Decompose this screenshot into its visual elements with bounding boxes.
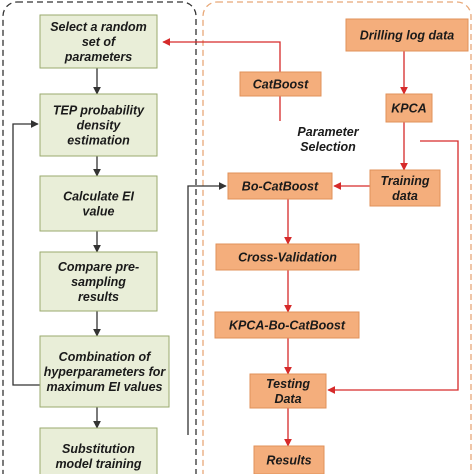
right-box-catboost: CatBoost — [239, 71, 322, 97]
box-text-line: data — [392, 189, 418, 203]
box-text-line: maximum EI values — [46, 380, 162, 394]
box-text-line: Select a random — [50, 20, 147, 34]
right-box-kpca-bo-catboost: KPCA-Bo-CatBoost — [214, 311, 360, 339]
right-box-drilling: Drilling log data — [345, 18, 469, 52]
box-text-line: parameters — [64, 50, 132, 64]
left-to-bo-catboost-arrow — [187, 182, 227, 435]
box-text-line: Combination of — [59, 350, 152, 364]
box-text-line: Calculate EI — [63, 190, 134, 204]
box-text-line: KPCA — [391, 102, 426, 116]
right-box-cross-validation: Cross-Validation — [215, 243, 360, 271]
box-text-line: hyperparameters for — [44, 365, 167, 379]
box-text-line: Results — [266, 454, 311, 468]
box-text-line: CatBoost — [253, 78, 309, 92]
box-text-line: Substitution — [62, 442, 135, 456]
box-text-line: Data — [274, 392, 301, 406]
box-text-line: estimation — [67, 134, 130, 148]
box-text-line: results — [78, 290, 119, 304]
box-text-line: Training — [380, 174, 429, 188]
box-text-line: Selection — [300, 140, 356, 154]
box-text-line: model training — [55, 457, 141, 471]
right-arrows — [162, 38, 459, 447]
right-box-kpca: KPCA — [385, 93, 433, 123]
right-group-border — [202, 1, 472, 474]
box-text-line: KPCA-Bo-CatBoost — [229, 319, 346, 333]
box-text-line: TEP probability — [53, 104, 145, 118]
box-text-line: Testing — [266, 377, 310, 391]
loop-back-line — [12, 120, 40, 386]
left-group-border — [2, 1, 197, 474]
box-text-line: value — [83, 205, 115, 219]
right-box-results: Results — [253, 445, 325, 474]
box-text-line: Bo-CatBoost — [242, 180, 319, 194]
box-text-line: Cross-Validation — [238, 251, 337, 265]
box-text-line: Compare pre- — [58, 260, 139, 274]
right-box-bo-catboost: Bo-CatBoost — [227, 172, 333, 200]
box-text-line: sampling — [71, 275, 126, 289]
box-text-line: density — [77, 119, 122, 133]
box-text-line: Drilling log data — [360, 29, 454, 43]
box-text-line: set of — [82, 35, 117, 49]
box-text-line: Parameter — [297, 125, 359, 139]
